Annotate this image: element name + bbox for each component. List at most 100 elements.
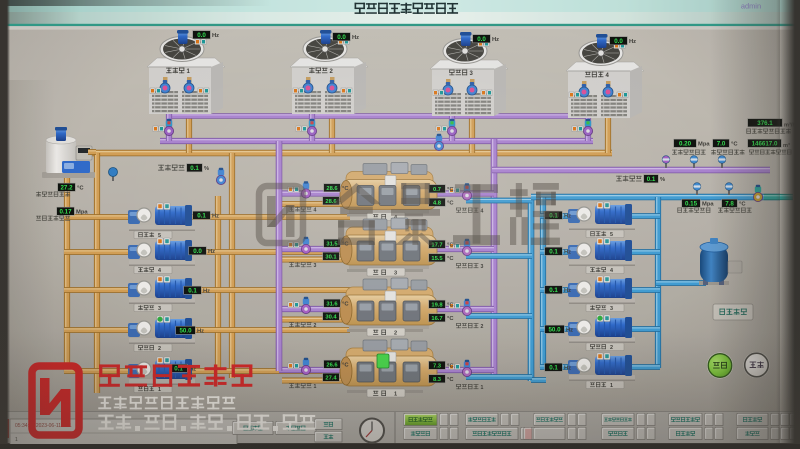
svg-text:m³: m³ (783, 142, 790, 149)
svg-text:8.3: 8.3 (433, 377, 442, 383)
svg-text:0.1: 0.1 (549, 364, 558, 371)
svg-text:146617.0: 146617.0 (752, 140, 778, 147)
svg-text:Hz: Hz (352, 35, 359, 41)
svg-text:Hz: Hz (212, 214, 219, 220)
svg-text:Mpa: Mpa (76, 210, 88, 216)
svg-text:°C: °C (342, 242, 349, 248)
svg-text:0.1: 0.1 (174, 365, 183, 372)
svg-text:2: 2 (481, 324, 484, 330)
svg-text:2: 2 (330, 69, 334, 75)
svg-text:Hz: Hz (208, 249, 215, 255)
svg-text:0.1: 0.1 (188, 287, 197, 294)
svg-text:05:34:26 2023-06-11 N01: 05:34:26 2023-06-11 N01 (15, 423, 72, 429)
svg-text:26.6: 26.6 (326, 362, 338, 368)
svg-text:°C: °C (739, 202, 746, 208)
svg-text:0.0: 0.0 (337, 34, 346, 41)
svg-text:°C: °C (447, 364, 454, 370)
svg-text:28.6: 28.6 (325, 199, 337, 205)
svg-text:Hz: Hz (564, 214, 571, 220)
svg-text:5: 5 (610, 232, 613, 238)
svg-text:°C: °C (447, 187, 454, 193)
svg-text:0.15: 0.15 (685, 200, 698, 207)
svg-text:°C: °C (447, 316, 454, 322)
svg-text:3: 3 (314, 263, 317, 269)
svg-text:Hz: Hz (197, 329, 204, 335)
svg-text:m³/h: m³/h (784, 122, 796, 129)
svg-text:0.0: 0.0 (197, 32, 206, 39)
svg-text:admin: admin (741, 2, 761, 11)
svg-text:4: 4 (606, 73, 610, 79)
svg-text:3: 3 (610, 306, 613, 312)
svg-text:31.5: 31.5 (326, 241, 338, 247)
svg-text:7.3: 7.3 (433, 363, 442, 369)
svg-text:Hz: Hz (564, 250, 571, 256)
svg-text:2: 2 (158, 346, 161, 352)
svg-text:Hz: Hz (564, 366, 571, 372)
svg-text:3: 3 (481, 264, 484, 270)
svg-text:30.4: 30.4 (325, 314, 337, 320)
svg-text:28.6: 28.6 (326, 186, 338, 192)
svg-text:1: 1 (15, 437, 18, 443)
svg-text:Hz: Hz (212, 33, 219, 39)
svg-text:4: 4 (610, 268, 613, 274)
svg-text:°C: °C (731, 142, 738, 148)
svg-text:17.7: 17.7 (431, 242, 442, 248)
svg-text:%: % (204, 166, 209, 172)
svg-text:1: 1 (314, 384, 317, 390)
svg-text:0.0: 0.0 (193, 248, 202, 255)
svg-text:°C: °C (342, 363, 349, 369)
svg-text:0.17: 0.17 (59, 208, 72, 215)
svg-text:0.1: 0.1 (549, 212, 558, 219)
svg-text:7.8: 7.8 (725, 200, 734, 207)
svg-text:4: 4 (314, 208, 317, 214)
svg-text:3: 3 (394, 271, 397, 277)
svg-text:2: 2 (394, 331, 397, 337)
svg-text:Hz: Hz (564, 288, 571, 294)
svg-text:4.8: 4.8 (433, 200, 442, 206)
svg-text:°C: °C (447, 201, 454, 207)
svg-text:Hz: Hz (203, 289, 210, 295)
svg-text:Hz: Hz (492, 37, 499, 43)
svg-text:1: 1 (158, 387, 161, 393)
svg-text:7.0: 7.0 (717, 140, 726, 147)
svg-text:°C: °C (447, 303, 454, 309)
svg-text:0.1: 0.1 (549, 248, 558, 255)
svg-text:0.1: 0.1 (197, 212, 206, 219)
svg-text:1: 1 (394, 392, 397, 398)
svg-text:50.0: 50.0 (548, 326, 561, 333)
svg-text:Hz: Hz (566, 328, 573, 334)
svg-text:30.1: 30.1 (325, 254, 337, 260)
svg-text:°C: °C (447, 377, 454, 383)
svg-text:0.1: 0.1 (549, 287, 558, 294)
svg-text:16.7: 16.7 (431, 316, 442, 322)
svg-text:27.2: 27.2 (60, 184, 73, 191)
svg-text:Hz: Hz (629, 39, 636, 45)
svg-text:%: % (660, 177, 665, 183)
svg-text:27.4: 27.4 (325, 375, 337, 381)
svg-text:0.0: 0.0 (477, 36, 486, 43)
svg-text:0.1: 0.1 (190, 165, 199, 172)
svg-text:19.8: 19.8 (431, 302, 443, 308)
svg-text:3: 3 (158, 306, 161, 312)
svg-text:°C: °C (447, 243, 454, 249)
svg-text:2: 2 (610, 345, 613, 351)
svg-text:50.0: 50.0 (179, 327, 192, 334)
svg-text:°C: °C (342, 302, 349, 308)
svg-text:3: 3 (470, 71, 474, 77)
svg-text:Mpa: Mpa (698, 142, 710, 148)
svg-text:1: 1 (481, 385, 484, 391)
svg-text:15.5: 15.5 (431, 256, 443, 262)
svg-text:0.20: 0.20 (679, 140, 692, 147)
svg-text:1: 1 (610, 383, 613, 389)
svg-text:°C: °C (447, 256, 454, 262)
svg-text:2: 2 (314, 323, 317, 329)
svg-text:Mpa: Mpa (702, 202, 714, 208)
svg-text:376.1: 376.1 (757, 120, 773, 127)
svg-text:°C: °C (77, 186, 84, 192)
svg-text:0.0: 0.0 (614, 38, 623, 45)
svg-text:1: 1 (187, 69, 191, 75)
svg-text:°C: °C (342, 186, 349, 192)
svg-text:4: 4 (158, 268, 161, 274)
svg-text:Hz: Hz (189, 367, 196, 373)
svg-text:4: 4 (481, 209, 484, 215)
